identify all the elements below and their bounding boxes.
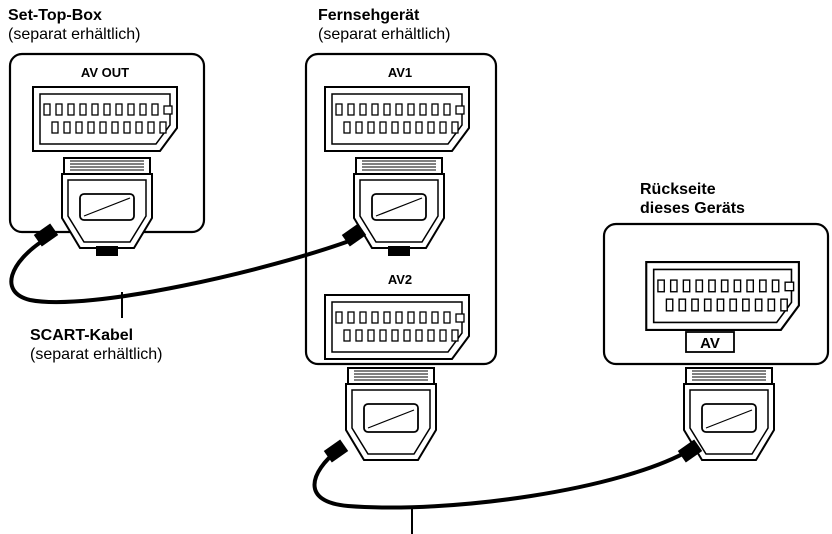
cable-note: (separat erhältlich) <box>30 346 163 363</box>
plug-collar-tv-av2 <box>323 439 349 463</box>
unit-title-line1: Rückseite <box>640 181 716 198</box>
cable-stb-tv <box>9 238 353 305</box>
unit-port-label: AV <box>700 335 720 352</box>
tv-label: Fernsehgerät (separat erhältlich) <box>318 6 451 44</box>
cable-title: SCART-Kabel <box>30 327 134 344</box>
tv-av1-socket <box>324 86 470 152</box>
tv-title: Fernsehgerät <box>318 7 420 24</box>
plug-collar-unit <box>677 439 703 463</box>
tv-av2-label: AV2 <box>388 272 412 287</box>
stb-label: Set-Top-Box (separat erhältlich) <box>8 6 141 44</box>
stb-note: (separat erhältlich) <box>8 26 141 43</box>
stb-port-label: AV OUT <box>81 65 129 80</box>
plug-collar-stb <box>33 223 59 247</box>
scart-plug-tv-av2 <box>345 367 437 461</box>
cable-label: SCART-Kabel (separat erhältlich) <box>30 326 163 364</box>
stb-title: Set-Top-Box <box>8 7 102 24</box>
unit-av-box <box>685 331 735 353</box>
unit-label: Rückseite dieses Geräts <box>640 180 745 218</box>
cable-tv-unit <box>312 448 691 510</box>
tv-av2-socket <box>324 294 470 360</box>
plug-collar-tv <box>341 223 367 247</box>
tv-note: (separat erhältlich) <box>318 26 451 43</box>
tv-av1-label: AV1 <box>388 65 412 80</box>
unit-av-socket <box>645 260 800 331</box>
scart-plug-tv-av1 <box>353 157 445 257</box>
unit-title-line2: dieses Geräts <box>640 200 745 217</box>
scart-plug-stb <box>61 157 153 257</box>
stb-av-out-socket <box>32 86 178 152</box>
